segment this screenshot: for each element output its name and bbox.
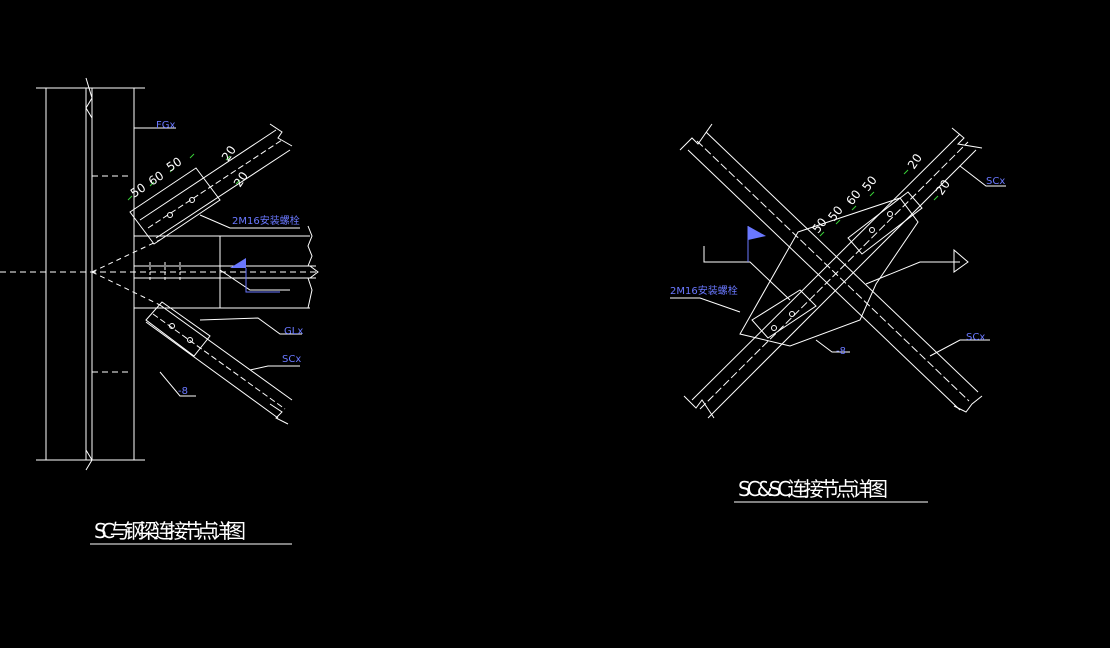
right-detail — [670, 123, 1006, 419]
beam-gl — [134, 225, 319, 309]
gusset-plate-right — [739, 197, 919, 347]
gusset-plate — [134, 235, 221, 309]
label-bolts-left: 2M16安装螺栓 — [232, 214, 300, 227]
label-sc-top-right: SCx — [986, 176, 1005, 187]
dimension-ticks-right — [819, 169, 939, 237]
dim-right-3: 60 — [843, 187, 863, 208]
left-detail-title: SC与钢梁连接节点详图 — [94, 519, 246, 543]
upper-brace — [129, 123, 293, 245]
weld-flag-icon-right — [748, 226, 766, 240]
label-sc-left: SCx — [282, 354, 301, 365]
left-detail — [0, 77, 320, 471]
dim-left-2: 60 — [146, 168, 166, 188]
dim-right-2: 50 — [825, 203, 845, 224]
brace-b — [683, 127, 983, 419]
right-detail-title: SC&SC连接节点详图 — [738, 477, 888, 501]
label-plate-left: -8 — [178, 386, 188, 397]
brace-a — [679, 123, 983, 413]
lower-brace — [145, 301, 293, 425]
label-bolts-right: 2M16安装螺栓 — [670, 284, 738, 297]
label-gl: GLx — [284, 326, 303, 337]
dim-left-4: 20 — [219, 143, 239, 163]
dim-right-5: 20 — [905, 151, 925, 171]
label-plate-right: -8 — [836, 346, 846, 357]
dim-right-4: 50 — [859, 173, 879, 194]
dim-right-6: 20 — [933, 177, 953, 197]
label-fg: FGx — [156, 120, 176, 131]
steel-column — [36, 77, 145, 471]
weld-flag-icon — [230, 258, 246, 268]
dimension-ticks-left — [127, 153, 241, 201]
dim-left-3: 50 — [164, 154, 184, 174]
dim-right-1: 50 — [809, 215, 829, 236]
label-sc-bottom-right: SCx — [966, 332, 985, 343]
